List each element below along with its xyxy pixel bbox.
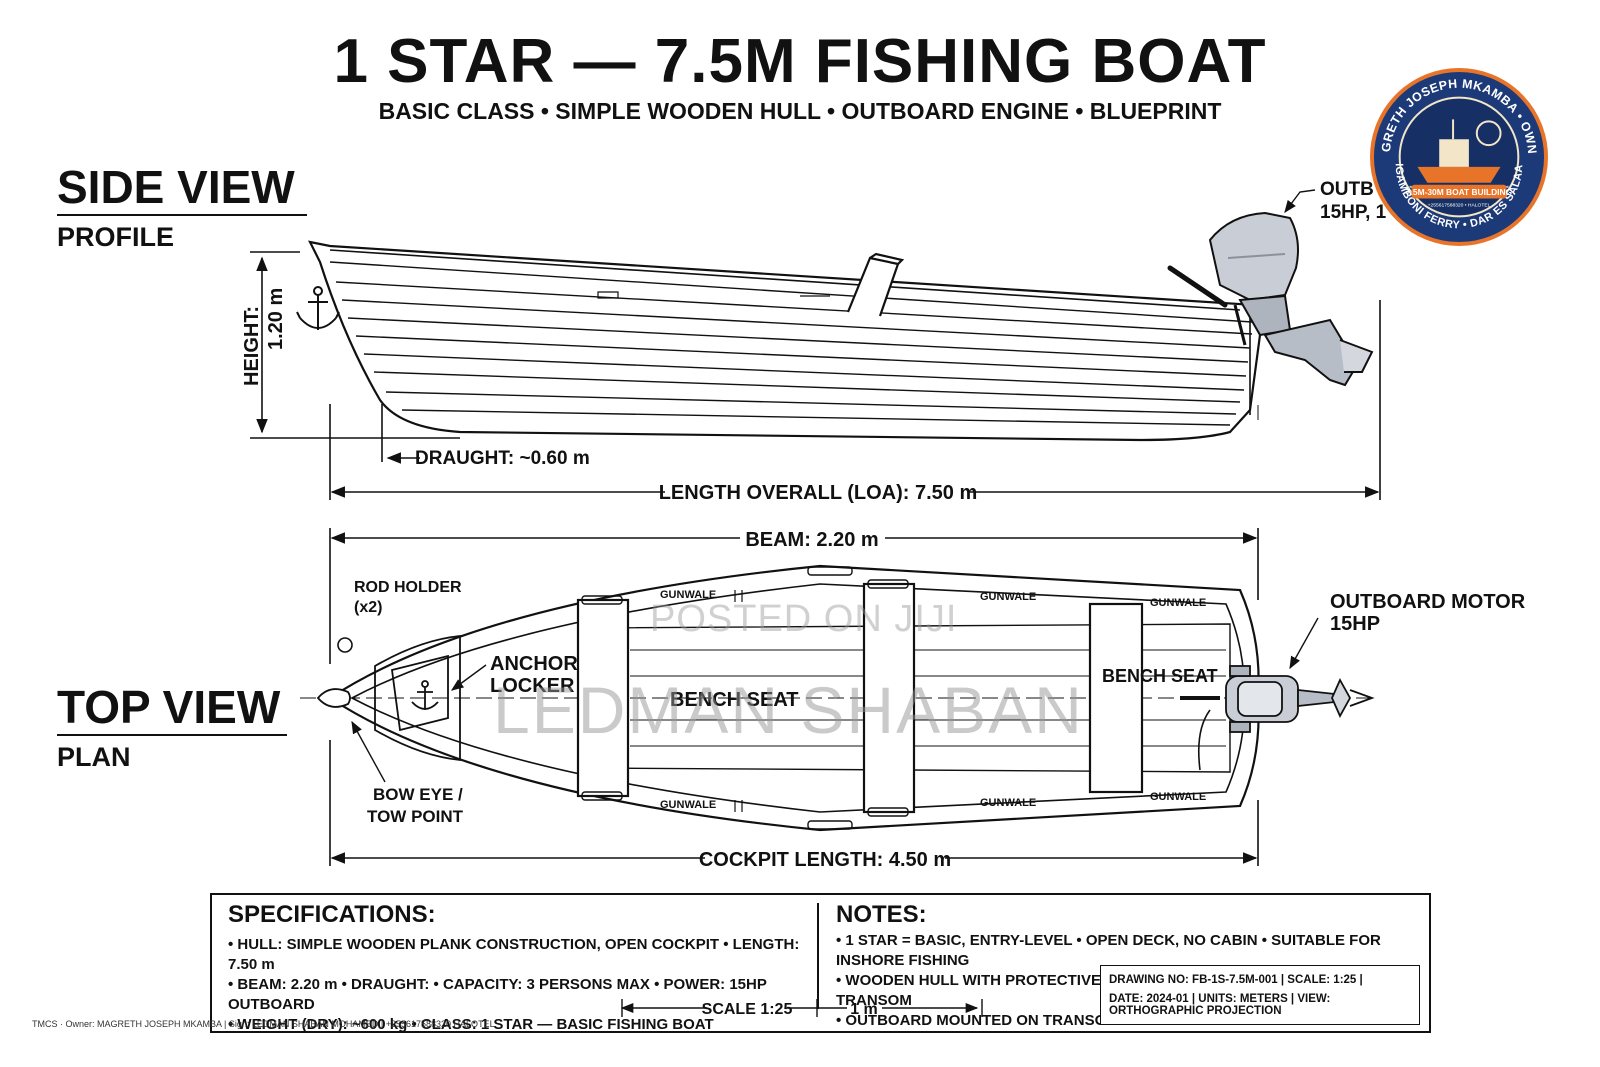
outboard-motor-label-2: 15HP (1330, 613, 1380, 635)
top-view-subheading: PLAN (57, 742, 131, 772)
loa-label: LENGTH OVERALL (LOA): 7.50 m (659, 482, 978, 504)
cockpit-length-label: COCKPIT LENGTH: 4.50 m (699, 849, 951, 871)
specifications-box: SPECIFICATIONS: • HULL: SIMPLE WOODEN PL… (210, 893, 1431, 1033)
anchor-locker-label-1: ANCHOR (490, 653, 578, 675)
watermark-jiji: POSTED ON JIJI (650, 598, 958, 640)
spec-line: • BEAM: 2.20 m • DRAUGHT: • CAPACITY: 3 … (228, 976, 767, 1013)
seal-ribbon: 7.5M-30M BOAT BUILDING (1406, 187, 1512, 197)
gunwale-label-4: GUNWALE (660, 799, 716, 811)
gunwale-label-2: GUNWALE (980, 591, 1036, 603)
beam-label: BEAM: 2.20 m (745, 529, 878, 551)
draught-dimension (381, 404, 420, 464)
notes-heading: NOTES: (836, 901, 927, 928)
bench-seat-mid-label: BENCH SEAT (670, 689, 799, 711)
seal-phone: +255617588320 • HALOTEL (1428, 202, 1491, 208)
scale-unit-label: 1 m (850, 1001, 878, 1018)
side-view-subheading: PROFILE (57, 222, 175, 252)
gunwale-label-6: GUNWALE (1150, 791, 1206, 803)
top-view-rule (57, 734, 287, 736)
anchor-locker-label-2: LOCKER (490, 675, 575, 697)
outboard-motor-side-icon (1167, 211, 1374, 387)
rod-holder-label: ROD HOLDER (354, 579, 462, 596)
spec-line: • HULL: SIMPLE WOODEN PLANK CONSTRUCTION… (228, 936, 800, 973)
anchor-icon-top (411, 680, 439, 710)
anchor-icon-side (296, 286, 340, 330)
title-block-line1: DRAWING NO: FB-1S-7.5M-001 | SCALE: 1:25… (1109, 974, 1363, 986)
ship-icon (1409, 119, 1509, 192)
loa-dimension (329, 300, 1381, 500)
watermark-name: LEDMAN SHABAN (493, 673, 1084, 747)
height-dimension (250, 251, 460, 439)
note-line: • 1 STAR = BASIC, ENTRY-LEVEL • OPEN DEC… (836, 932, 1381, 969)
outboard-callout-line2: 15HP, 1 (1320, 202, 1387, 223)
drawing-subtitle: BASIC CLASS • SIMPLE WOODEN HULL • OUTBO… (378, 98, 1222, 124)
side-view-heading: SIDE VIEW (57, 161, 295, 213)
scale-label: SCALE 1:25 (702, 1001, 793, 1018)
top-view-hull (300, 564, 1370, 832)
bow-eye-label-2: TOW POINT (367, 807, 464, 826)
side-view-rule (57, 214, 307, 216)
beam-dimension (329, 528, 1259, 664)
cockpit-dimension (329, 740, 1259, 866)
owner-seal: MAGRETH JOSEPH MKAMBA • OWNER KIGAMBONI … (1370, 68, 1548, 246)
spec-line: • WEIGHT (DRY): ~600 kg • CLASS: 1 STAR … (228, 1016, 714, 1033)
height-label: HEIGHT: (241, 306, 263, 386)
height-value: 1.20 m (265, 288, 287, 350)
draught-label: DRAUGHT: ~0.60 m (415, 448, 590, 469)
outboard-motor-top-icon (1180, 665, 1375, 733)
specifications-list: • HULL: SIMPLE WOODEN PLANK CONSTRUCTION… (228, 935, 808, 1035)
specs-divider (817, 903, 819, 1009)
gunwale-label-1: GUNWALE (660, 589, 716, 601)
bench-seat-aft-label: BENCH SEAT (1102, 666, 1218, 686)
specifications-heading: SPECIFICATIONS: (228, 901, 436, 928)
outboard-callout-line1: OUTB (1320, 179, 1374, 200)
rod-holder-count: (x2) (354, 599, 382, 616)
title-block: DRAWING NO: FB-1S-7.5M-001 | SCALE: 1:25… (1100, 965, 1420, 1025)
outboard-motor-label-1: OUTBOARD MOTOR (1330, 591, 1526, 613)
gunwale-label-5: GUNWALE (980, 797, 1036, 809)
gunwale-label-3: GUNWALE (1150, 597, 1206, 609)
drawing-title: 1 STAR — 7.5M FISHING BOAT (333, 27, 1267, 96)
title-block-line2: DATE: 2024-01 | UNITS: METERS | VIEW: OR… (1109, 993, 1331, 1017)
note-line: • OUTBOARD MOUNTED ON TRANSOM (836, 1012, 1119, 1029)
scale-bar: SCALE 1:25 1 m (620, 999, 983, 1018)
bow-eye-label-1: BOW EYE / (373, 785, 463, 804)
top-view-heading: TOP VIEW (57, 681, 281, 733)
side-view-hull (308, 240, 1264, 442)
footer-credit: TMCS · Owner: MAGRETH JOSEPH MKAMBA | Si… (32, 1019, 495, 1029)
